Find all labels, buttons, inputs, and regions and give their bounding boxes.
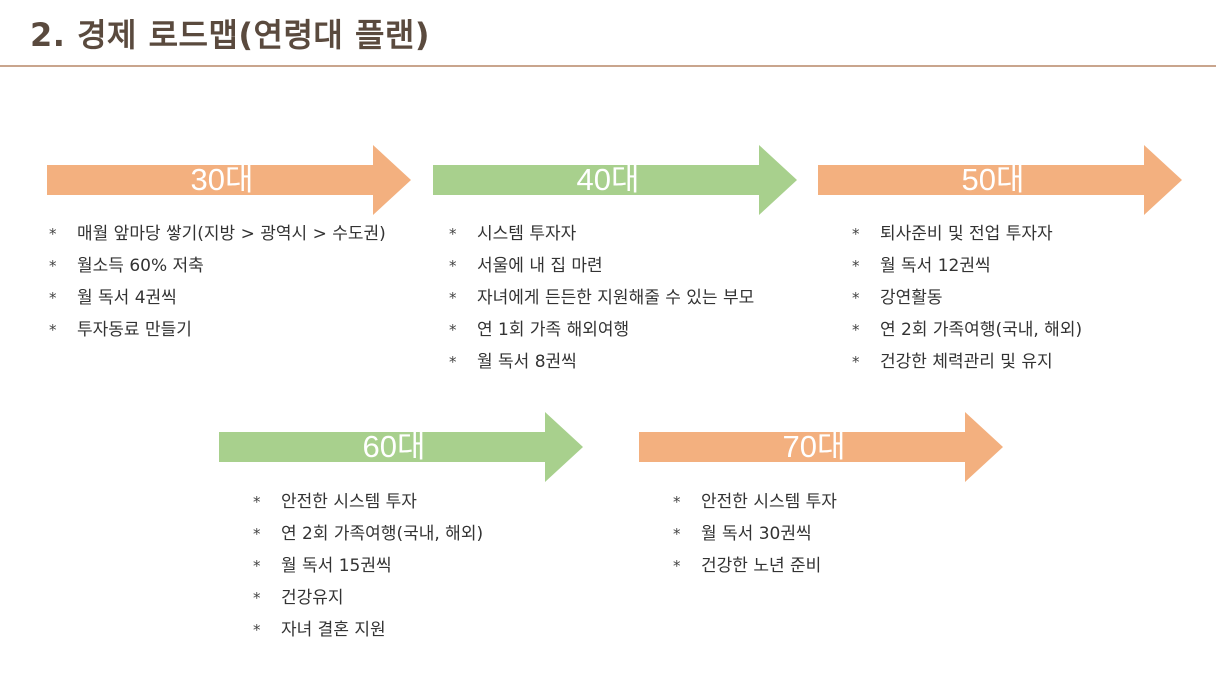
bullet-icon: * <box>49 257 57 275</box>
bullet-icon: * <box>253 493 261 511</box>
bullet-icon: * <box>449 289 457 307</box>
stage-30s: 30대 *매월 앞마당 쌓기(지방 > 광역시 > 수도권) *월소득 60% … <box>47 145 417 340</box>
stage-arrow: 40대 <box>433 145 803 215</box>
stage-label: 40대 <box>576 162 640 197</box>
arrow-shape <box>47 145 411 215</box>
stage-label: 70대 <box>782 429 846 464</box>
bullet-icon: * <box>253 557 261 575</box>
stage-arrow: 60대 <box>219 412 589 482</box>
bullet-icon: * <box>852 225 860 243</box>
bullet-icon: * <box>673 493 681 511</box>
arrow-shape <box>639 412 1003 482</box>
bullet-icon: * <box>852 257 860 275</box>
bullet-icon: * <box>449 321 457 339</box>
stage-50s: 50대 *퇴사준비 및 전업 투자자 *월 독서 12권씩 *강연활동 *연 2… <box>818 145 1188 372</box>
stage-arrow: 70대 <box>639 412 1009 482</box>
stage-arrow: 50대 <box>818 145 1188 215</box>
bullet-icon: * <box>449 257 457 275</box>
arrow-shape <box>818 145 1182 215</box>
bullet-icon: * <box>673 525 681 543</box>
stage-70s: 70대 *안전한 시스템 투자 *월 독서 30권씩 *건강한 노년 준비 <box>639 412 1009 576</box>
stage-arrow: 30대 <box>47 145 417 215</box>
stage-label: 30대 <box>190 162 254 197</box>
arrow-shape <box>219 412 583 482</box>
bullet-icon: * <box>852 321 860 339</box>
arrow-shape <box>433 145 797 215</box>
bullet-icon: * <box>49 321 57 339</box>
bullet-icon: * <box>253 525 261 543</box>
bullet-icon: * <box>253 621 261 639</box>
stage-40s: 40대 *시스템 투자자 *서울에 내 집 마련 *자녀에게 든든한 지원해줄 … <box>433 145 803 372</box>
bullet-icon: * <box>49 225 57 243</box>
title-divider <box>0 65 1216 67</box>
bullet-icon: * <box>449 225 457 243</box>
stage-60s: 60대 *안전한 시스템 투자 *연 2회 가족여행(국내, 해외) *월 독서… <box>219 412 589 640</box>
bullet-icon: * <box>449 353 457 371</box>
bullet-icon: * <box>673 557 681 575</box>
bullet-icon: * <box>253 589 261 607</box>
bullet-icon: * <box>49 289 57 307</box>
bullet-icon: * <box>852 289 860 307</box>
page-title: 2. 경제 로드맵(연령대 플랜) <box>30 16 430 54</box>
stage-label: 60대 <box>362 429 426 464</box>
stage-label: 50대 <box>961 162 1025 197</box>
bullet-icon: * <box>852 353 860 371</box>
